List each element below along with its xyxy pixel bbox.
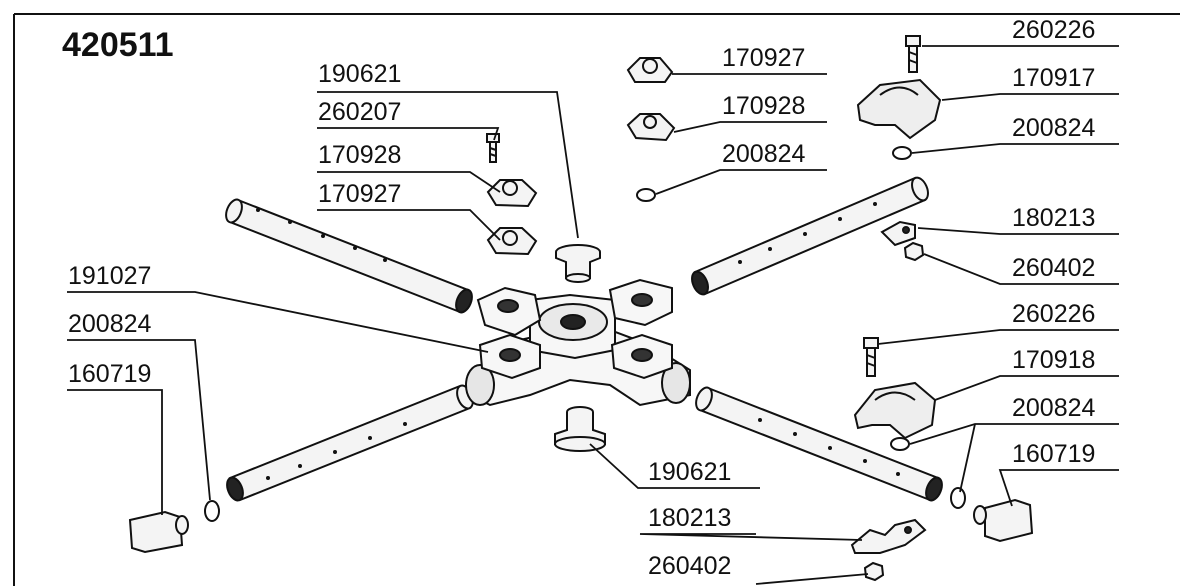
central-hub xyxy=(465,278,691,407)
clamp-170917 xyxy=(856,78,942,140)
label-160719-right: 160719 xyxy=(1012,440,1096,468)
clamp-170918 xyxy=(853,381,937,440)
label-200824-left: 200824 xyxy=(68,310,152,338)
label-170917: 170917 xyxy=(1012,64,1096,92)
label-170927-left: 170927 xyxy=(318,180,402,208)
label-170918: 170918 xyxy=(1012,346,1096,374)
o-rings xyxy=(204,146,966,522)
label-170928-left: 170928 xyxy=(318,141,402,169)
arm-tube-lower-left xyxy=(226,384,474,502)
label-260402-right: 260402 xyxy=(1012,254,1096,282)
label-190621-bottom: 190621 xyxy=(648,458,732,486)
screw-260207 xyxy=(486,133,500,163)
label-200824-right-1: 200824 xyxy=(1012,114,1096,142)
label-260207: 260207 xyxy=(318,98,402,126)
nut-260402-bottom xyxy=(863,561,885,582)
label-160719-left: 160719 xyxy=(68,360,152,388)
arm-tube-upper-right xyxy=(691,176,929,296)
bushing-bottom xyxy=(554,406,606,452)
diagram-title: 420511 xyxy=(62,26,174,64)
end-plug-right xyxy=(973,498,1034,543)
bracket-180213-bottom xyxy=(850,518,927,554)
nozzle-cap-170928-left xyxy=(486,179,538,208)
label-260226-top: 260226 xyxy=(1012,16,1096,44)
nozzle-cap-170927-top xyxy=(626,57,674,83)
nozzle-cap-170928-top xyxy=(626,113,676,142)
label-190621-top: 190621 xyxy=(318,60,402,88)
bracket-180213-right xyxy=(880,220,916,247)
screw-260226-right xyxy=(863,337,879,377)
end-plug-left xyxy=(128,510,189,554)
label-170927-top: 170927 xyxy=(722,44,806,72)
label-180213-bottom: 180213 xyxy=(648,504,732,532)
label-180213-right: 180213 xyxy=(1012,204,1096,232)
arm-tube-lower-right xyxy=(695,386,943,502)
label-200824-mid: 200824 xyxy=(722,140,806,168)
nut-260402-right xyxy=(903,241,925,262)
label-200824-right-2: 200824 xyxy=(1012,394,1096,422)
screw-260226-top xyxy=(905,35,921,73)
arm-tube-upper-left xyxy=(225,198,473,314)
diagram-frame xyxy=(13,13,1180,586)
leader-lines xyxy=(67,45,1119,585)
nozzle-cap-170927-left xyxy=(486,227,538,256)
bushing-top xyxy=(555,244,601,283)
label-170928-top: 170928 xyxy=(722,92,806,120)
label-191027: 191027 xyxy=(68,262,152,290)
label-260402-bottom: 260402 xyxy=(648,552,732,580)
label-260226-right: 260226 xyxy=(1012,300,1096,328)
